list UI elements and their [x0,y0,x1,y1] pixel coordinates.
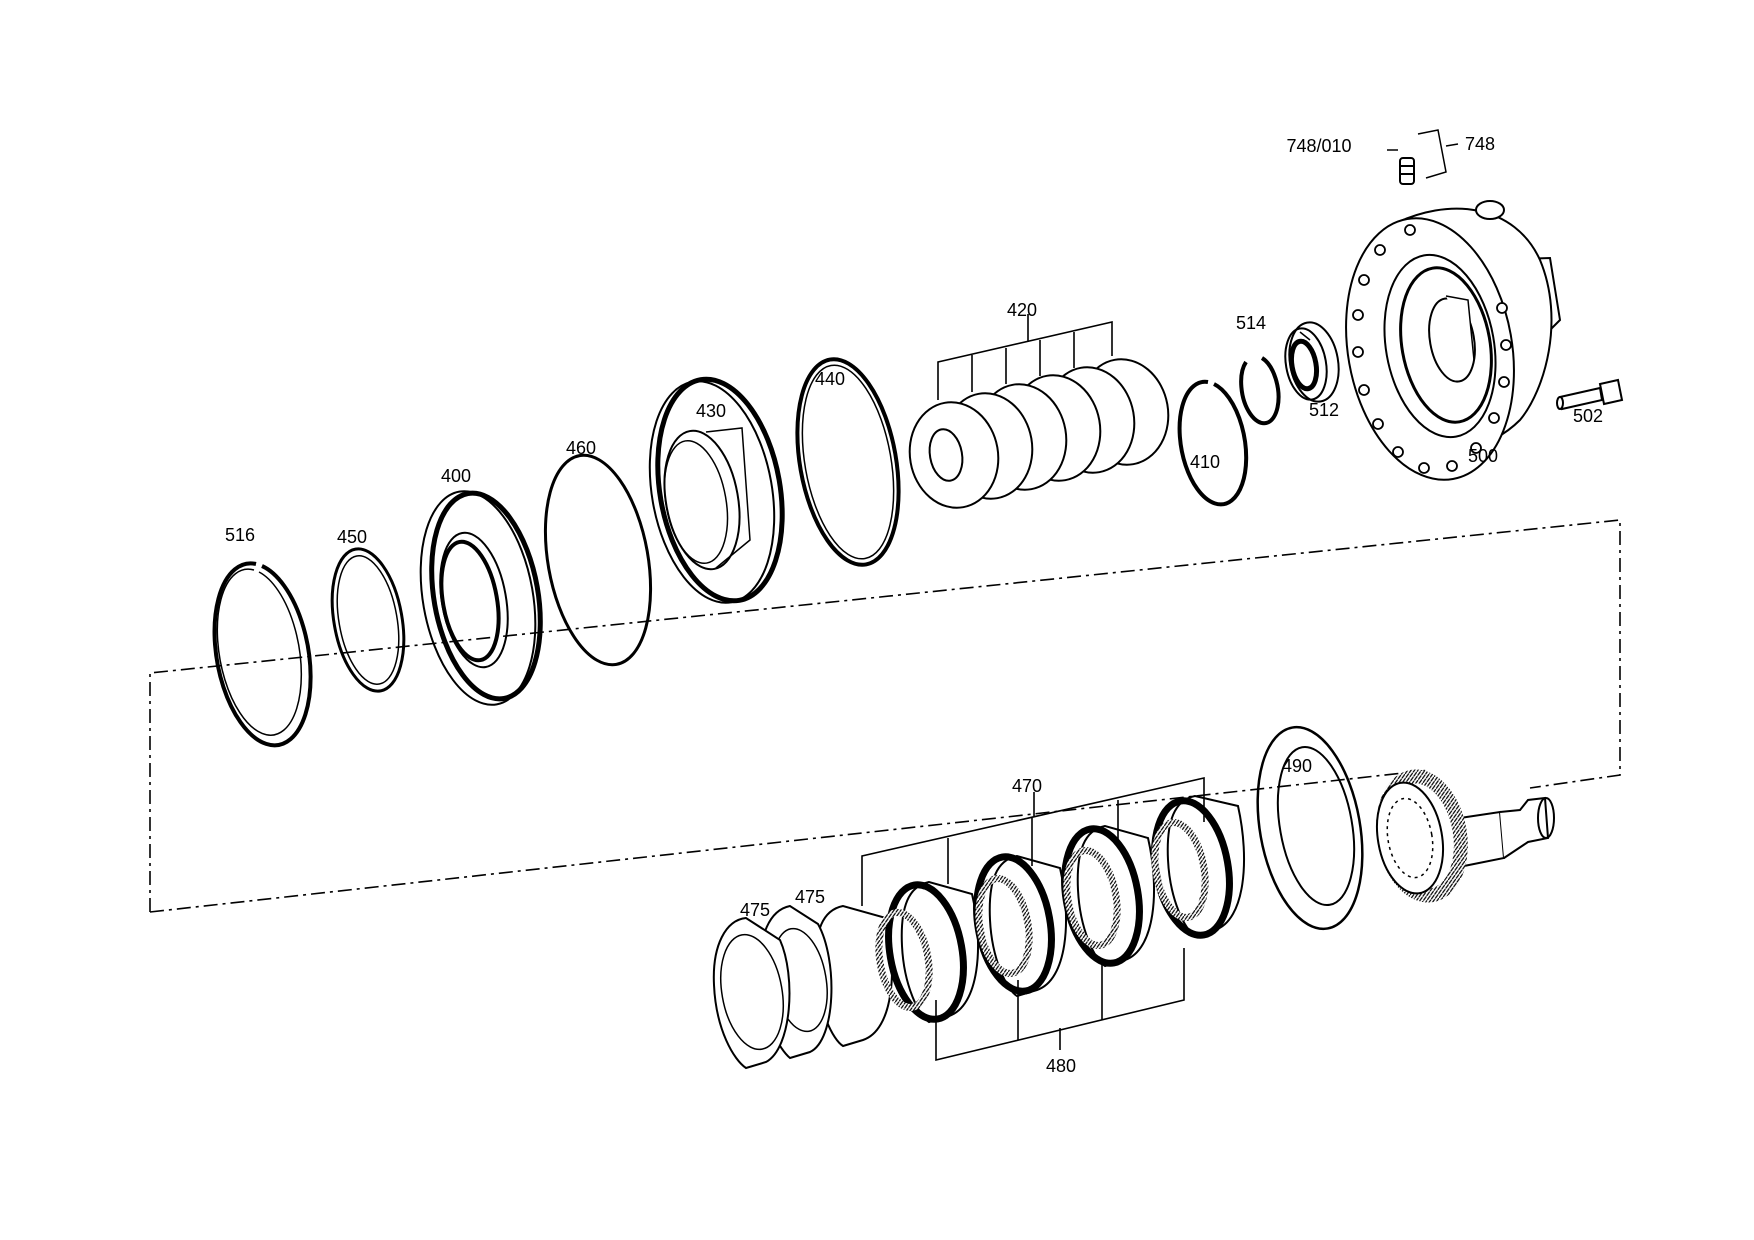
part-748-plug [1387,129,1459,185]
part-514-circlip [1239,356,1281,426]
leader-lines [1299,331,1311,341]
label-430: 430 [695,401,727,421]
label-450: 450 [336,527,368,547]
label-400: 400 [440,466,472,486]
part-502-bolt [1556,378,1624,411]
part-460-ring [543,453,653,667]
part-480-friction-discs [875,797,1233,1023]
label-490: 490 [1281,756,1313,776]
part-512-bearing [1284,321,1340,403]
bracket-420 [937,314,1113,400]
label-470: 470 [1011,776,1043,796]
label-410: 410 [1189,452,1221,472]
label-475-left: 475 [739,900,771,920]
label-500: 500 [1467,446,1499,466]
part-516-snap-ring [212,561,313,748]
part-410-ring [1177,379,1249,507]
part-490-ring [1256,725,1364,931]
label-460: 460 [565,438,597,458]
label-420: 420 [1006,300,1038,320]
label-514: 514 [1235,313,1267,333]
part-475-end-plates [712,904,833,1070]
assembly-centerline-lower [149,769,1431,913]
assembly-centerline [149,519,1621,912]
bracket-470 [861,776,1205,906]
part-500-housing [1345,200,1562,481]
label-748-010: 748/010 [1286,136,1352,156]
part-440-ring [795,357,901,567]
part-450-ring [330,547,406,693]
label-748: 748 [1464,134,1496,154]
part-420-disc-pack [908,358,1170,509]
bracket-480 [935,948,1185,1062]
part-gear-shaft [1376,769,1555,903]
label-440: 440 [814,369,846,389]
label-512: 512 [1308,400,1340,420]
label-516: 516 [224,525,256,545]
part-400-seal [419,490,543,706]
label-502: 502 [1572,406,1604,426]
label-475-right: 475 [794,887,826,907]
label-480: 480 [1045,1056,1077,1076]
part-430-piston [648,376,785,604]
